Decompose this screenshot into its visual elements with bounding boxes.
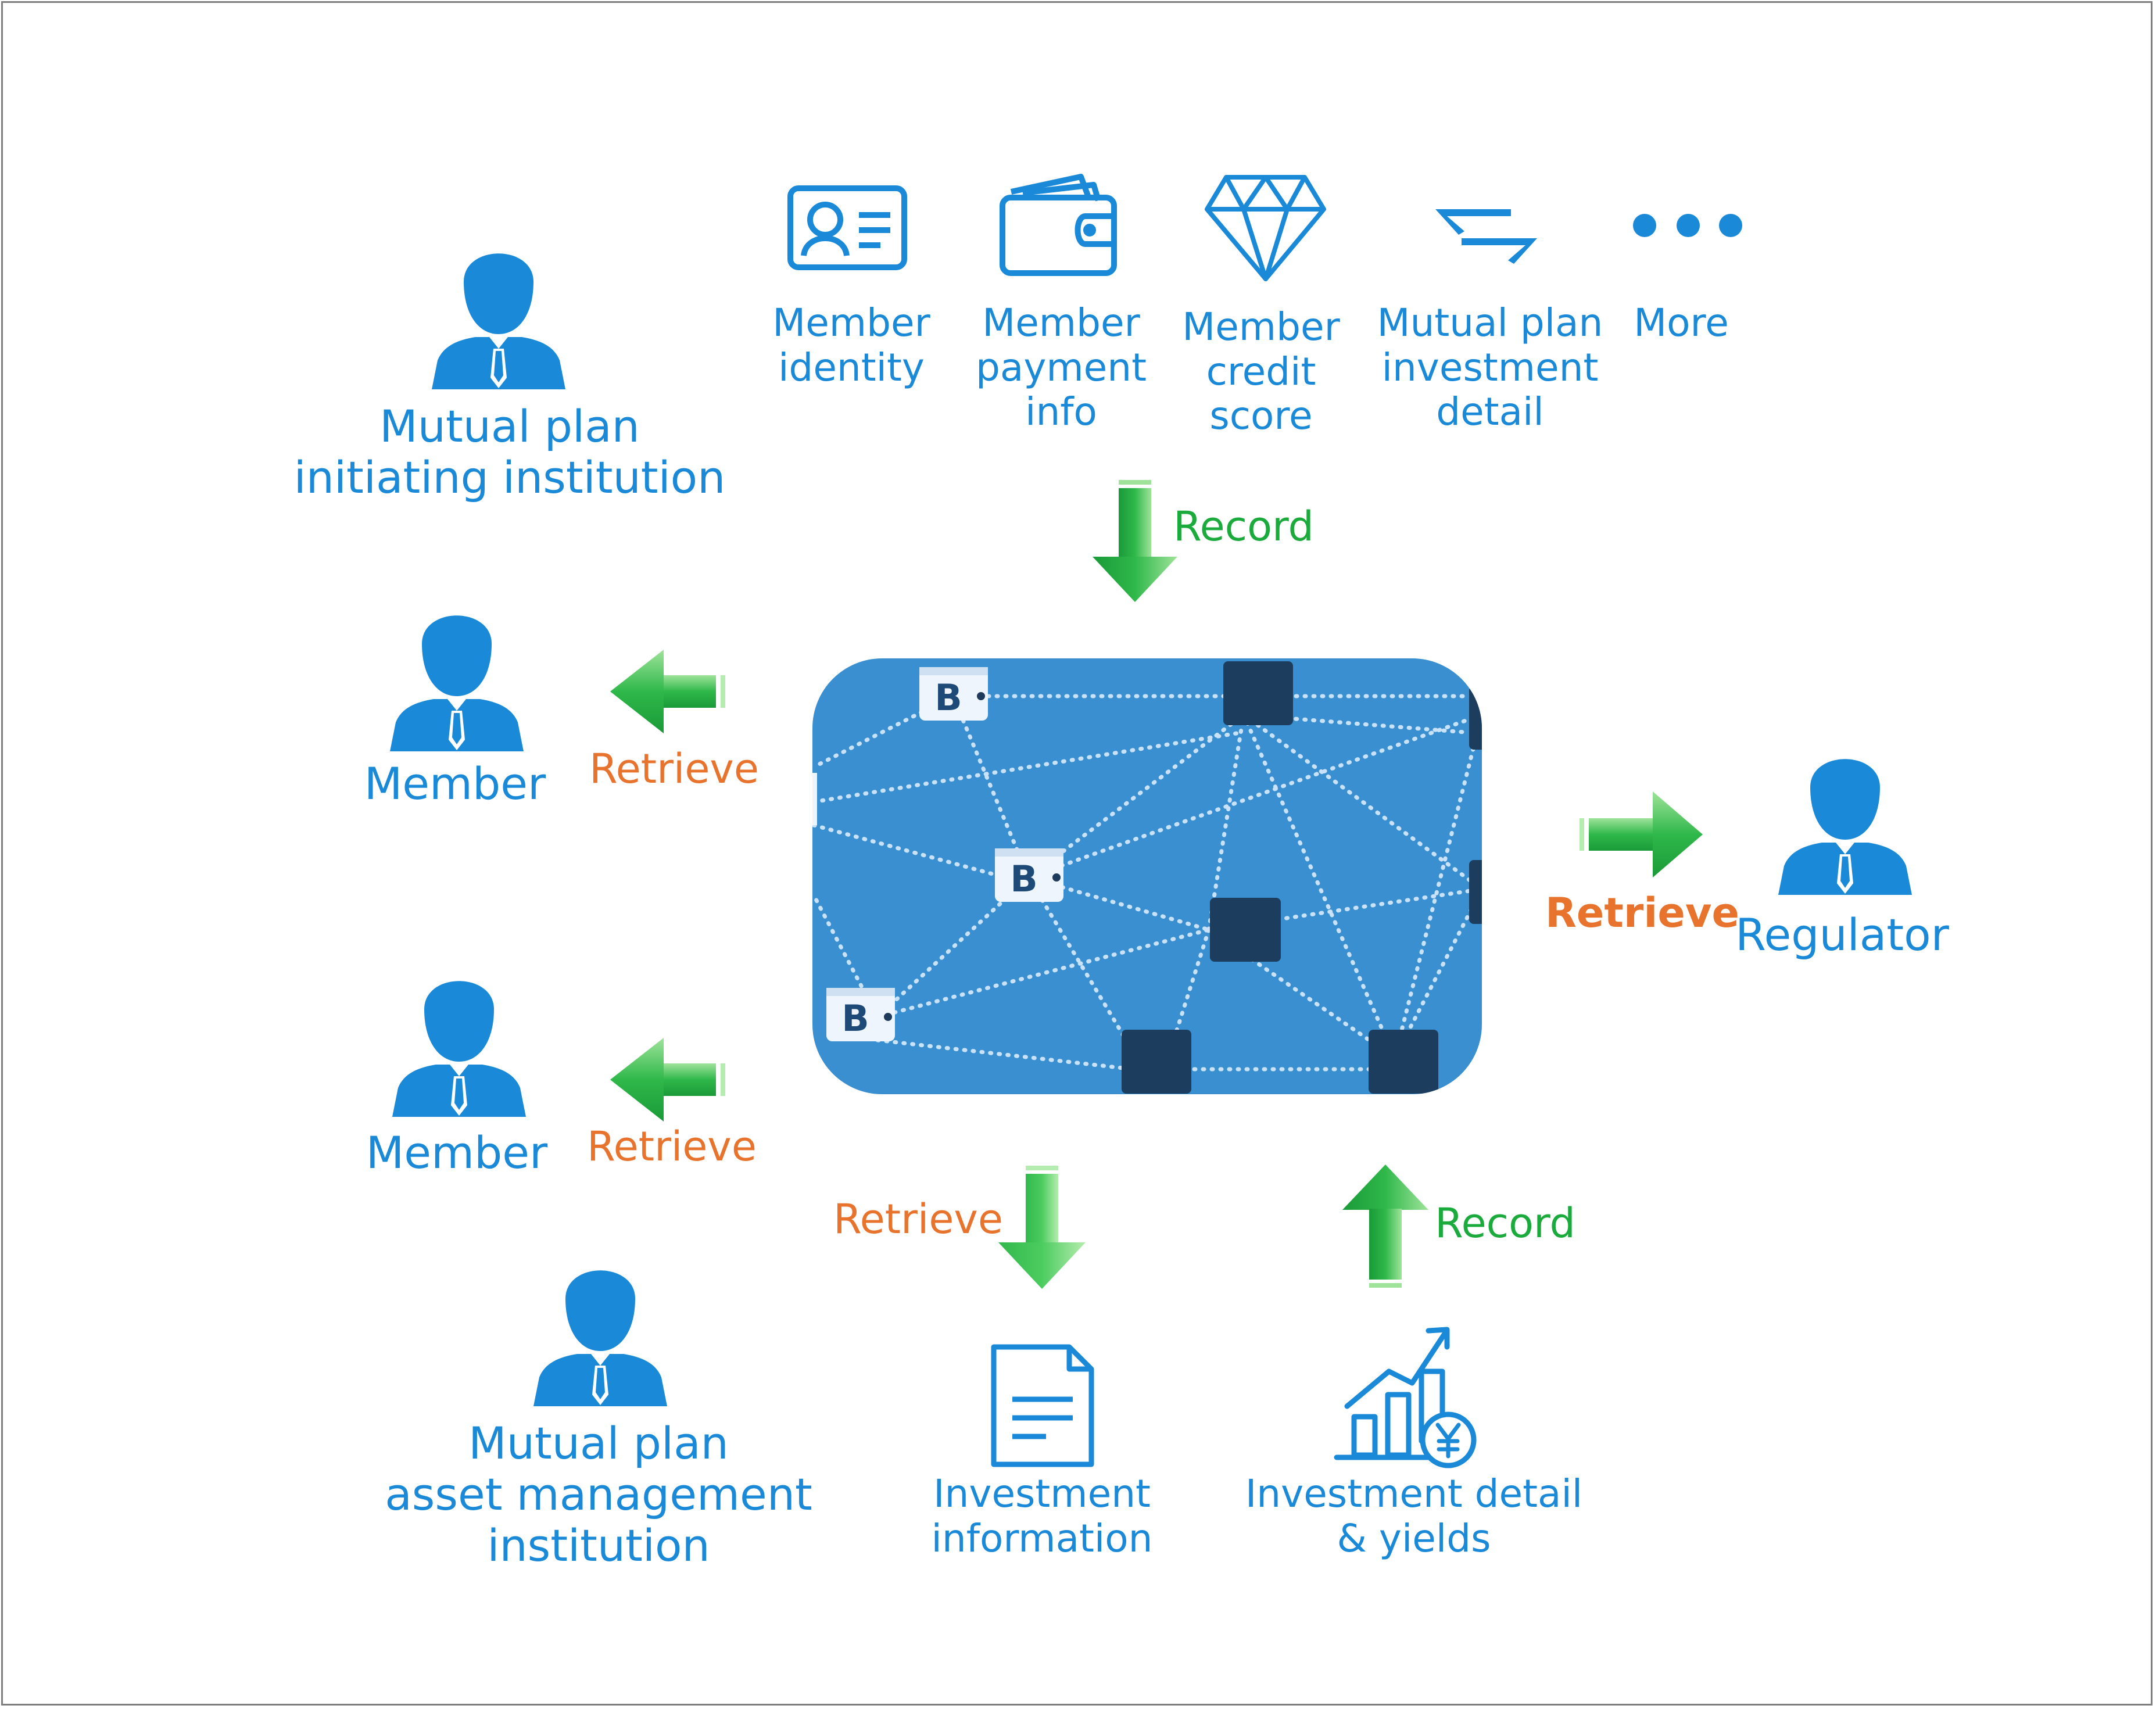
wallet-node-icon xyxy=(1122,661,1482,1094)
retrieve-regulator-label: Retrieve xyxy=(1545,889,1739,937)
regulator-label: Regulator xyxy=(1735,909,1949,961)
growth-chart-icon xyxy=(1334,1327,1477,1468)
coin-symbol: B xyxy=(841,997,869,1040)
coin-wallet-icon: B xyxy=(919,667,988,721)
member-bottom-label: Member xyxy=(366,1127,548,1178)
blockchain-network: B B B xyxy=(812,658,1482,1094)
document-icon xyxy=(991,1344,1094,1467)
record-top-label: Record xyxy=(1173,503,1314,550)
coin-wallet-edge-icon xyxy=(812,773,817,825)
member-top-person-icon xyxy=(390,615,524,751)
retrieve-down-arrow xyxy=(998,1166,1086,1289)
diamond-icon xyxy=(1205,175,1326,281)
record-up-arrow xyxy=(1342,1165,1428,1288)
retrieve-member-top-label: Retrieve xyxy=(589,745,759,793)
asset-manager-person-icon xyxy=(533,1270,667,1406)
coin-wallet-icon: B xyxy=(995,848,1063,902)
regulator-person-icon xyxy=(1778,759,1912,895)
record-down-arrow xyxy=(1093,480,1177,602)
retrieve-member-bottom-label: Retrieve xyxy=(587,1123,757,1170)
coin-symbol: B xyxy=(1010,858,1037,900)
wallet-icon xyxy=(1000,174,1117,276)
retrieve-investment-label: Retrieve xyxy=(833,1195,1003,1243)
retrieve-left-arrow-bottom xyxy=(610,1038,725,1122)
record-bottom-label: Record xyxy=(1435,1199,1575,1247)
retrieve-right-arrow xyxy=(1580,791,1703,877)
network-connections xyxy=(812,694,1482,1072)
coin-wallet-icon: B xyxy=(826,988,895,1041)
member-bottom-person-icon xyxy=(392,981,526,1117)
transfer-arrows-icon xyxy=(1435,209,1537,264)
investment-yields-label: Investment detail& yields xyxy=(1245,1471,1583,1561)
initiating-institution-person-icon xyxy=(432,253,565,389)
coin-symbol: B xyxy=(934,676,962,719)
member-top-label: Member xyxy=(364,758,546,809)
more-dots-icon xyxy=(1633,214,1742,237)
id-card-icon xyxy=(787,185,907,270)
retrieve-left-arrow-top xyxy=(610,650,725,733)
more-label: More xyxy=(1634,300,1729,345)
